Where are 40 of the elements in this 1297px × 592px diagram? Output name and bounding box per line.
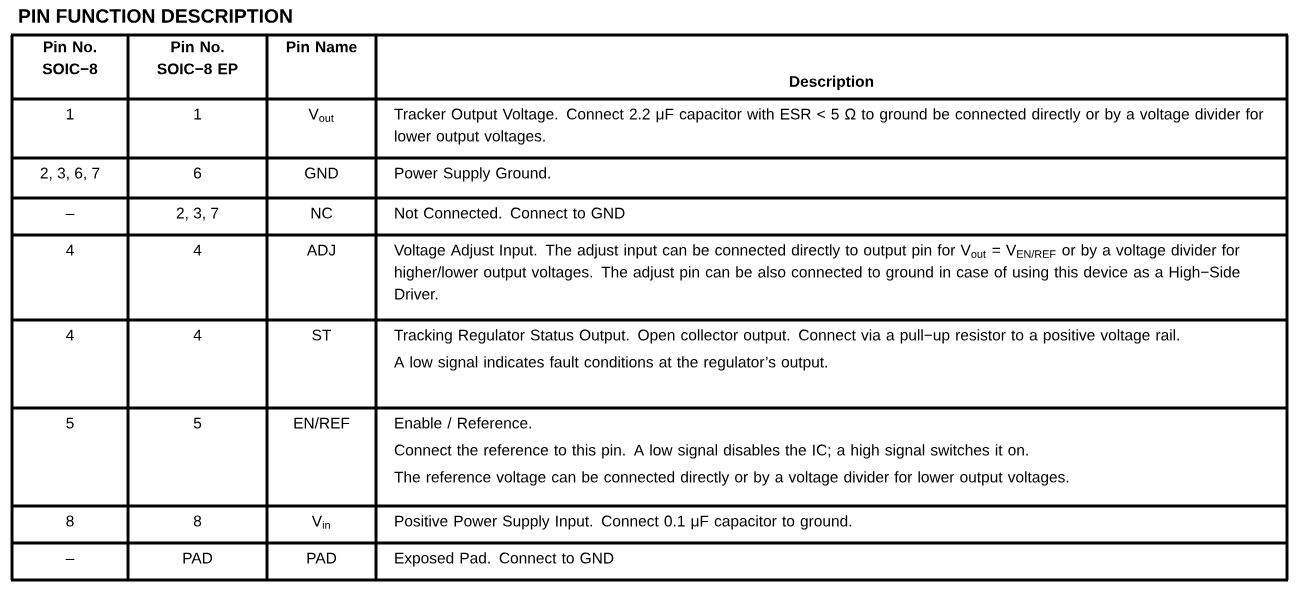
pin-name: NC	[311, 207, 333, 219]
pin-number: 2, 3, 7	[176, 207, 219, 221]
description-text: Enable / Reference.	[395, 417, 531, 429]
description-text: A low signal indicates fault conditions at the regulator’s output.	[394, 356, 827, 371]
description-text: Not Connected. Connect to GND	[395, 207, 625, 219]
pin-name: GND	[305, 167, 338, 179]
column-header: Pin No. SOIC−8 EP	[157, 41, 238, 75]
pin-name: V$_{out}$	[308, 108, 334, 122]
pin-number: 4	[193, 329, 202, 341]
column-header: Pin No. SOIC−8	[42, 41, 98, 75]
pin-number: PAD	[183, 552, 213, 564]
pin-number: –	[65, 213, 75, 215]
pin-number: 8	[66, 515, 74, 527]
pin-number: 4	[66, 329, 74, 341]
description-text: Positive Power Supply Input. Connect 0.1 μF capacitor to ground.	[395, 515, 852, 530]
description-text: The reference voltage can be connected directly or by a voltage divider for lower output voltages.	[394, 471, 1069, 486]
pin-number: 4	[193, 244, 202, 256]
description-text: Tracking Regulator Status Output. Open collector output. Connect via a pull−up resistor to a positive voltage rail.	[394, 329, 1179, 344]
pin-name: V$_{in}$	[311, 515, 330, 529]
pin-number: 5	[66, 417, 74, 429]
description-text: Exposed Pad. Connect to GND	[395, 552, 614, 567]
description-text: Power Supply Ground.	[395, 167, 550, 182]
column-header: Description	[790, 75, 874, 90]
description-text: Voltage Adjust Input. The adjust input can be connected directly to output pin for V$_{out}$ = V$_{EN/REF}$ or by a voltage divider for higher/lower output voltages. The adjust pin can be also connected to ground in case of using this device as a High−Side Driver.	[394, 244, 1240, 300]
pin-name: EN/REF	[294, 417, 350, 429]
pin-number: 4	[66, 244, 74, 256]
pin-number: –	[65, 558, 75, 560]
pin-number: 1	[66, 108, 74, 120]
pin-number: 1	[194, 108, 202, 120]
pin-name: ADJ	[306, 244, 335, 256]
pin-number: 2, 3, 6, 7	[40, 167, 100, 181]
column-header: Pin Name	[286, 41, 357, 53]
pin-number: 8	[193, 515, 202, 527]
description-text: Connect the reference to this pin. A low signal disables the IC; a high signal switches it on.	[394, 444, 1028, 459]
table-title: PIN FUNCTION DESCRIPTION	[19, 9, 292, 23]
pin-number: 5	[193, 417, 202, 429]
description-text: Tracker Output Voltage. Connect 2.2 μF capacitor with ESR < 5 Ω to ground be connected directly or by a voltage divider for lower output voltages.	[394, 108, 1264, 145]
pin-number: 6	[194, 167, 202, 179]
pin-name: ST	[312, 329, 332, 341]
pin-name: PAD	[307, 552, 337, 564]
